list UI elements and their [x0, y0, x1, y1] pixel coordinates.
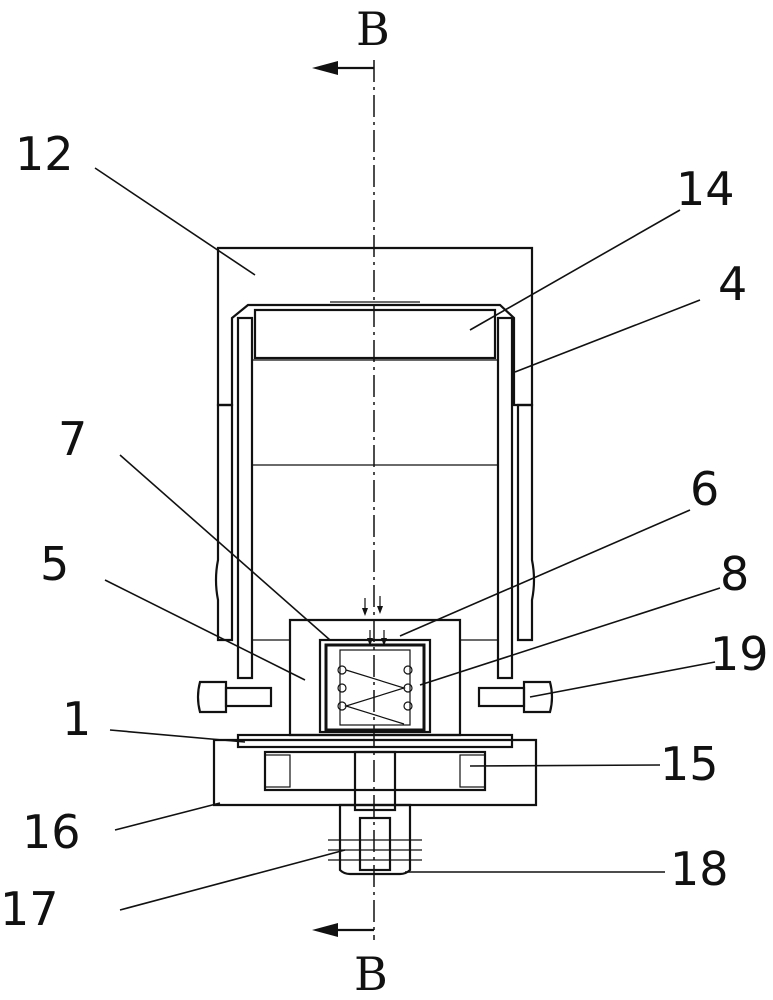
label-17: 17	[0, 882, 59, 936]
center-valve-block	[288, 596, 462, 737]
label-19: 19	[710, 627, 769, 681]
top-cap	[216, 246, 534, 407]
screw-left	[196, 680, 273, 714]
section-letter-top: B	[356, 2, 390, 56]
label-6: 6	[690, 462, 719, 516]
label-14: 14	[676, 162, 735, 216]
label-12: 12	[15, 127, 74, 181]
inner-plate	[253, 301, 497, 360]
base	[212, 738, 538, 807]
leader-lines	[94, 167, 721, 911]
label-4: 4	[718, 257, 747, 311]
spring	[337, 665, 413, 725]
section-letter-bottom: B	[354, 947, 388, 1000]
inner-cylinder	[236, 316, 514, 680]
label-16: 16	[22, 805, 81, 859]
label-18: 18	[670, 842, 729, 896]
label-15: 15	[660, 737, 719, 791]
outer-housing	[214, 403, 536, 642]
nozzle	[328, 750, 422, 876]
label-8: 8	[720, 547, 749, 601]
section-marker-bottom	[312, 923, 374, 937]
label-5: 5	[40, 537, 69, 591]
label-1: 1	[62, 692, 91, 746]
section-marker-top	[312, 61, 374, 75]
label-7: 7	[58, 412, 87, 466]
screw-right	[477, 680, 554, 714]
